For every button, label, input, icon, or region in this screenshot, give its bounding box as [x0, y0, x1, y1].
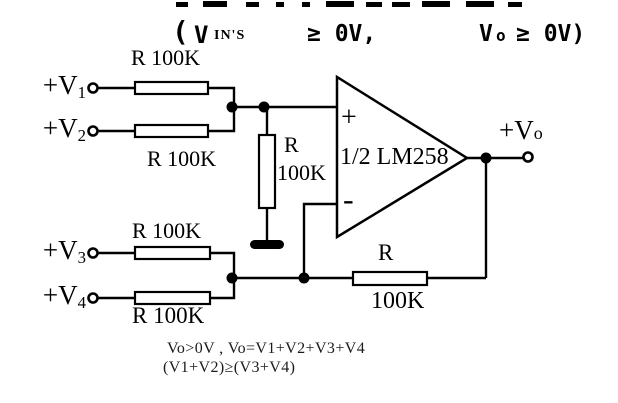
header-open-paren: ( [172, 15, 189, 48]
clipped-text-fragment [276, 2, 284, 7]
note-line-2: (V1+V2)≥(V3+V4) [163, 359, 296, 376]
header-vin-symbol: V [194, 21, 209, 49]
terminal-v3 [87, 247, 99, 259]
resistor-r2-label: R 100K [147, 146, 217, 171]
header-condition-vin: ≥ 0V, [307, 21, 377, 47]
ground-symbol [250, 240, 284, 249]
clipped-text-fragment [302, 2, 310, 7]
junction-dot [226, 101, 238, 113]
opamp-inverting-input-label: - [343, 181, 354, 217]
header-vo-symbol: V [479, 21, 493, 47]
junction-dot [258, 101, 270, 113]
wires [98, 86, 523, 300]
clipped-text-fragment [326, 1, 354, 7]
header-vin-subscript: IN'S [214, 28, 246, 43]
input-label-v2: +V2 [20, 113, 86, 145]
opamp-device-label: 1/2 LM258 [340, 144, 449, 170]
terminal-v4 [87, 292, 99, 304]
junction-dot [226, 272, 238, 284]
clipped-text-fragment [366, 2, 382, 7]
resistor-shunt-body [257, 133, 277, 210]
output-label-vo-main: +V [499, 115, 534, 145]
input-label-v1: +V1 [20, 70, 86, 102]
input-label-v3-main: +V [42, 235, 78, 265]
output-label-vo-sub: o [533, 123, 543, 143]
header-vo-subscript: o [496, 26, 506, 45]
clipped-text-fragment [508, 2, 522, 7]
resistor-r2-body [133, 123, 210, 139]
wire-node-to-inverting-input [302, 202, 337, 278]
resistor-feedback-body [351, 270, 429, 287]
wire-resistor4-to-node [210, 278, 236, 300]
note-line-1: Vo>0V , Vo=V1+V2+V3+V4 [167, 340, 366, 357]
clipped-text-fragment [422, 1, 450, 7]
resistor-r3-label: R 100K [132, 218, 202, 243]
junction-dots [226, 101, 492, 284]
resistor-bodies [133, 80, 429, 306]
input-label-v4-main: +V [42, 280, 78, 310]
clipped-top-text [176, 1, 522, 7]
input-label-v1-main: +V [42, 70, 78, 100]
clipped-text-fragment [246, 2, 259, 7]
opamp-triangle [335, 74, 470, 240]
input-label-v4: +V4 [20, 280, 86, 312]
resistor-shunt-value-label: 100K [277, 160, 326, 185]
input-label-v4-sub: 4 [77, 292, 86, 312]
clipped-text-fragment [392, 2, 410, 7]
opamp-noninverting-input-label: + [341, 102, 357, 133]
output-label-vo: +Vo [499, 117, 543, 144]
wire-resistor1-to-node [208, 86, 236, 107]
header-condition-vo: ≥ 0V) [516, 21, 586, 47]
terminal-v2 [87, 125, 99, 137]
resistor-feedback-name-label: R [378, 240, 394, 265]
input-label-v3-sub: 3 [77, 247, 86, 267]
input-label-v1-sub: 1 [77, 82, 86, 102]
input-label-v2-main: +V [42, 113, 78, 143]
resistor-r4-label: R 100K [132, 303, 205, 328]
input-label-v2-sub: 2 [77, 125, 86, 145]
resistor-shunt-name-label: R [284, 132, 299, 157]
terminals [87, 82, 534, 304]
clipped-text-fragment [466, 1, 494, 7]
clipped-text-fragment [176, 2, 188, 7]
resistor-feedback-value-label: 100K [371, 288, 425, 314]
resistor-r4-body [133, 290, 212, 306]
resistor-r1-body [133, 80, 210, 96]
junction-dot [298, 272, 310, 284]
clipped-text-fragment [203, 1, 227, 7]
wire-resistor3-to-node [210, 251, 236, 278]
resistor-r1-label: R 100K [131, 45, 201, 70]
resistor-r3-body [133, 245, 212, 261]
terminal-v1 [87, 82, 99, 94]
wire-resistor2-to-node [208, 107, 236, 133]
terminal-vo [522, 151, 534, 163]
junction-dot [480, 152, 492, 164]
input-label-v3: +V3 [20, 235, 86, 267]
